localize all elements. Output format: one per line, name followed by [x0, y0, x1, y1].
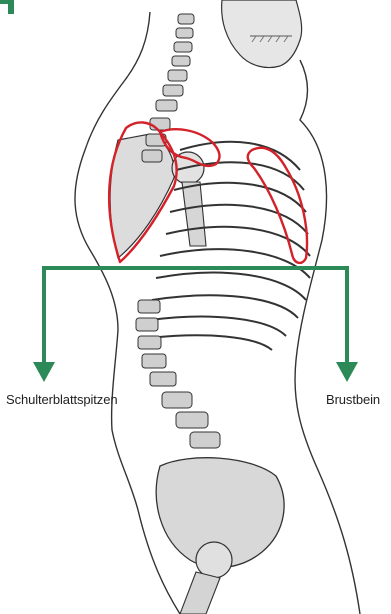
label-brustbein: Brustbein	[326, 392, 380, 407]
arrow-down-icon	[336, 362, 358, 382]
skull	[222, 0, 302, 68]
green-arrow-indicator	[33, 266, 358, 382]
corner-marker-icon	[8, 0, 14, 14]
cervical-spine	[156, 14, 194, 111]
arrow-down-icon	[33, 362, 55, 382]
label-schulterblattspitzen: Schulterblattspitzen	[6, 392, 117, 407]
